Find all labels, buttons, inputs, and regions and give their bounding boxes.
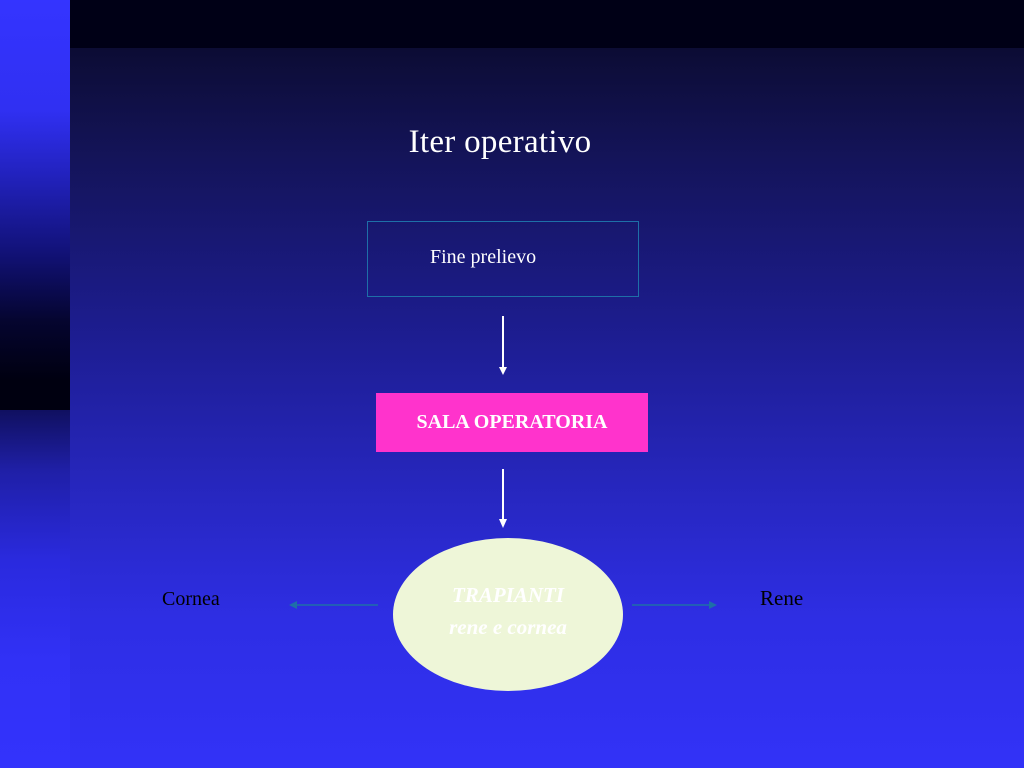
slide-title: Iter operativo [408, 124, 592, 160]
sala-operatoria-box: SALA OPERATORIA [376, 393, 648, 452]
trapianti-subtitle: rene e cornea [449, 614, 567, 639]
arrow-to-cornea [289, 601, 378, 609]
arrow-to-rene [632, 601, 717, 609]
sala-operatoria-label: SALA OPERATORIA [416, 411, 608, 433]
arrow-fine-to-sala [499, 316, 507, 375]
arrow-sala-to-trapianti [499, 469, 507, 528]
fine-prelievo-box: Fine prelievo [367, 221, 639, 297]
fine-prelievo-label: Fine prelievo [430, 246, 537, 268]
rene-label: Rene [760, 586, 804, 610]
trapianti-title: TRAPIANTI [451, 582, 564, 607]
left-gradient-band [0, 0, 70, 768]
trapianti-ellipse: TRAPIANTI rene e cornea [393, 538, 623, 691]
cornea-label: Cornea [162, 588, 220, 610]
